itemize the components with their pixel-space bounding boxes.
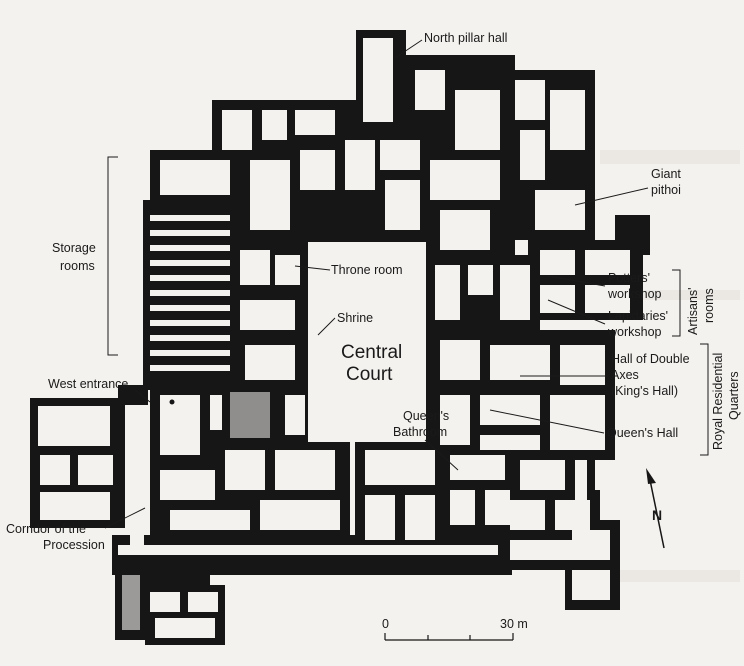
scale-bar-end-label: 30 m [500,617,528,631]
label-storage-rooms-line1: Storage [52,241,96,255]
north-arrow-shaft [649,479,665,549]
royal-quarters-bracket [700,343,709,456]
label-hall-double-axes-line3: (King's Hall) [611,384,678,398]
label-north-pillar-hall: North pillar hall [424,31,507,45]
north-arrow-head-icon [646,468,656,484]
scale-bar: 0 30 m [382,617,528,641]
label-queens-bathroom-line2: Bathroom [393,425,447,439]
label-potters-workshop-line1: Potters' [608,271,650,285]
label-central-court-line1: Central [341,342,402,363]
storage-rooms-bracket [107,156,118,356]
staircases [118,385,277,635]
label-artisans-rooms-line1: Artisans' [686,287,700,335]
north-arrow: N [646,468,665,549]
label-queens-hall: Queen's Hall [607,426,678,440]
label-central-court-line2: Court [346,364,393,385]
label-hall-double-axes-line2: Axes [611,368,639,382]
label-giant-pithoi-line2: pithoi [651,183,681,197]
label-lapidaries-workshop-line1: Lapidaries' [608,309,668,323]
north-arrow-label: N [652,507,662,523]
label-royal-quarters-line1: Royal Residential [711,353,725,450]
label-throne-room: Throne room [331,263,403,277]
plan-labels: North pillar hall Giant pithoi Storage r… [6,31,741,552]
scale-bar-start-label: 0 [382,617,389,631]
label-giant-pithoi-line1: Giant [651,167,681,181]
label-potters-workshop-line2: workshop [607,287,662,301]
label-storage-rooms-line2: rooms [60,259,95,273]
label-shrine: Shrine [337,311,373,325]
label-hall-double-axes-line1: Hall of Double [611,352,690,366]
label-queens-bathroom-line1: Queen's [403,409,449,423]
label-west-entrance: West entrance [48,377,128,391]
label-royal-quarters-line2: Quarters [727,371,741,420]
artisans-rooms-bracket [672,269,681,337]
label-corridor-procession-line2: Procession [43,538,105,552]
label-corridor-procession-line1: Corridor of the [6,522,86,536]
label-artisans-rooms-line2: rooms [702,288,716,323]
label-lapidaries-workshop-line2: workshop [607,325,662,339]
paper-texture [600,150,740,582]
